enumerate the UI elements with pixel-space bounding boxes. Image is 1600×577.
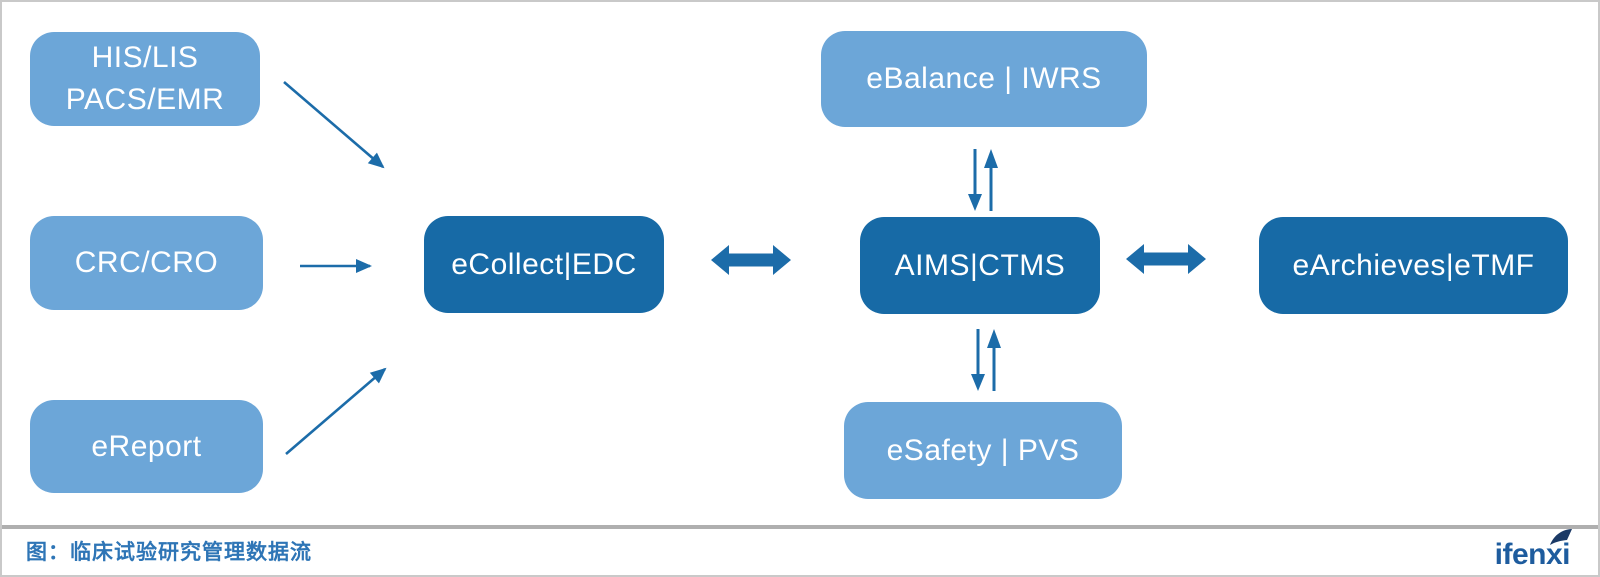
node-label: PACS/EMR <box>65 83 225 116</box>
node-label: eBalance | IWRS <box>866 62 1102 95</box>
node-earchieves-etmf: eArchieves|eTMF <box>1259 217 1568 314</box>
node-ereport: eReport <box>30 400 263 493</box>
node-label: eCollect|EDC <box>451 247 637 281</box>
node-label: eReport <box>91 429 202 463</box>
node-his-lis-pacs-emr: HIS/LIS PACS/EMR <box>30 32 260 126</box>
arrow-ereport-to-ecollect-icon <box>285 367 387 455</box>
arrow-aims-earchieves-twoway-icon <box>1126 244 1206 274</box>
node-esafety-pvs: eSafety | PVS <box>844 402 1122 499</box>
arrow-ebalance-aims-pair-icon <box>968 149 998 211</box>
node-label: eArchieves|eTMF <box>1292 248 1535 282</box>
node-crc-cro: CRC/CRO <box>30 216 263 310</box>
ifenxi-fin-icon <box>1550 529 1572 545</box>
node-label: HIS/LIS <box>91 41 199 74</box>
node-label: CRC/CRO <box>74 246 219 279</box>
node-label: AIMS|CTMS <box>894 248 1066 282</box>
ifenxi-logo-text: ifenxi <box>1494 538 1571 571</box>
ifenxi-logo: ifenxi <box>1494 529 1572 572</box>
arrow-aims-esafety-pair-icon <box>971 329 1001 391</box>
node-label: eSafety | PVS <box>886 433 1080 467</box>
arrow-crc-to-ecollect-icon <box>300 259 372 273</box>
figure-caption: 图：临床试验研究管理数据流 <box>26 541 312 564</box>
caption-separator-line <box>2 525 1598 529</box>
node-ebalance-iwrs: eBalance | IWRS <box>821 31 1147 127</box>
node-ecollect-edc: eCollect|EDC <box>424 216 664 313</box>
node-aims-ctms: AIMS|CTMS <box>860 217 1100 314</box>
arrow-ecollect-aims-twoway-icon <box>711 245 791 275</box>
arrow-his-to-ecollect-icon <box>283 81 385 169</box>
